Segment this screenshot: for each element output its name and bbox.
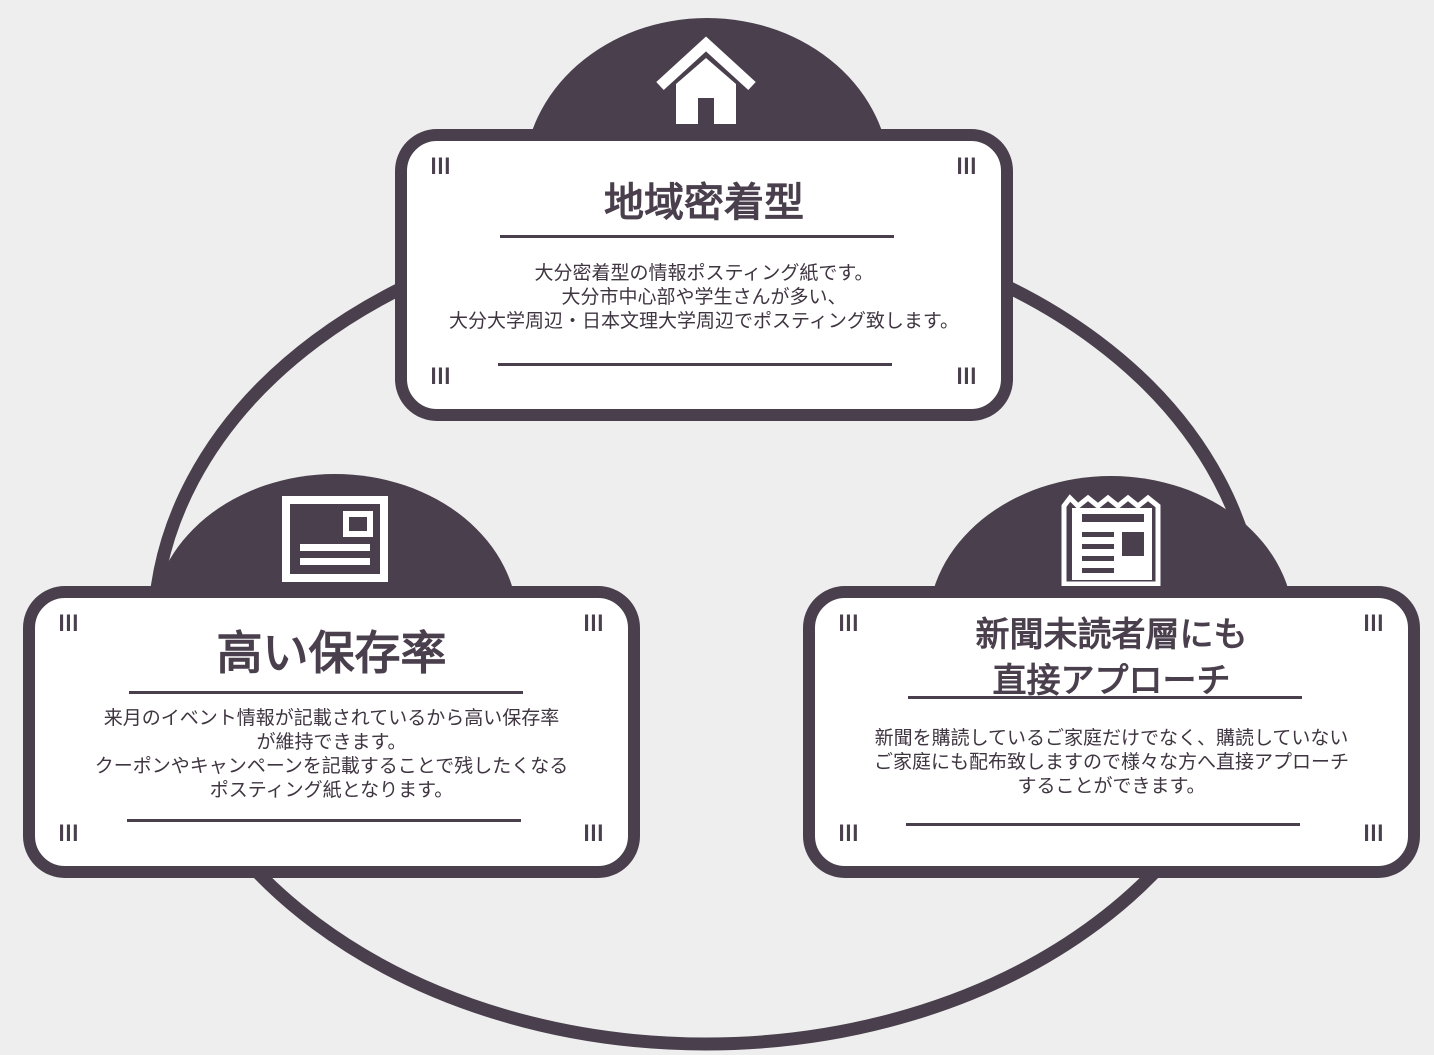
title-divider	[908, 696, 1302, 699]
corner-mark: III	[430, 365, 452, 390]
corner-mark: III	[430, 155, 452, 180]
card-description: 新聞を購読しているご家庭だけでなく、購読していない ご家庭にも配布致しますので様…	[815, 726, 1408, 798]
title-divider	[500, 235, 894, 238]
corner-mark: III	[1363, 822, 1385, 847]
card-description: 大分密着型の情報ポスティング紙です。 大分市中心部や学生さんが多い、 大分大学周…	[407, 261, 1001, 333]
corner-mark: III	[58, 612, 80, 637]
description-line: 大分市中心部や学生さんが多い、	[561, 286, 847, 308]
title-line: 新聞未読者層にも	[975, 615, 1248, 655]
bottom-divider	[498, 363, 892, 366]
corner-mark: III	[583, 612, 605, 637]
title-line: 直接アプローチ	[992, 661, 1231, 701]
corner-mark: III	[956, 365, 978, 390]
card-description: 来月のイベント情報が記載されているから高い保存率 が維持できます。 クーポンやキ…	[35, 706, 628, 802]
description-line: 大分大学周辺・日本文理大学周辺でポスティング致します。	[449, 310, 959, 332]
description-line: クーポンやキャンペーンを記載することで残したくなる	[94, 755, 569, 777]
bottom-divider	[906, 823, 1300, 826]
corner-mark: III	[58, 822, 80, 847]
bottom-divider	[127, 819, 521, 822]
description-line: 新聞を購読しているご家庭だけでなく、購読していない	[874, 727, 1349, 749]
corner-mark: III	[1363, 612, 1385, 637]
top-card: III III III III 地域密着型 大分密着型の情報ポスティング紙です。…	[395, 129, 1013, 421]
left-card: III III III III 高い保存率 来月のイベント情報が記載されているか…	[23, 586, 640, 878]
card-title: 新聞未読者層にも 直接アプローチ	[815, 612, 1408, 704]
card-title: 高い保存率	[216, 626, 447, 680]
corner-mark: III	[956, 155, 978, 180]
corner-mark: III	[583, 822, 605, 847]
postcard-icon	[282, 496, 388, 582]
description-line: が維持できます。	[256, 731, 407, 753]
title-divider	[129, 691, 523, 694]
description-line: 来月のイベント情報が記載されているから高い保存率	[103, 707, 560, 729]
newspaper-icon	[1061, 494, 1161, 587]
corner-mark: III	[838, 612, 860, 637]
house-icon	[656, 36, 756, 124]
description-line: ご家庭にも配布致しますので様々な方へ直接アプローチ	[873, 751, 1349, 773]
description-line: ポスティング紙となります。	[209, 779, 454, 801]
corner-mark: III	[838, 822, 860, 847]
card-title: 地域密着型	[604, 180, 804, 226]
description-line: することができます。	[1017, 775, 1206, 797]
description-line: 大分密着型の情報ポスティング紙です。	[534, 262, 874, 284]
right-card: III III III III 新聞未読者層にも 直接アプローチ 新聞を購読して…	[803, 586, 1420, 878]
